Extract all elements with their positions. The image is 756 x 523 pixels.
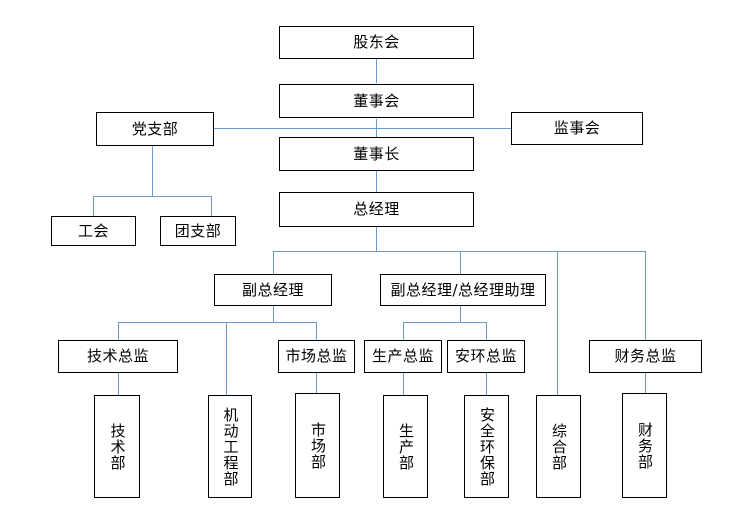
node-mechanical-engineering-dept[interactable]: 机动工程部: [208, 395, 252, 498]
connector-technical-director-to-dept: [118, 373, 119, 395]
node-label: 市场总监: [285, 347, 348, 366]
node-label: 副总经理/总经理助理: [390, 280, 536, 299]
connector-deputy-gm-bus: [118, 322, 316, 323]
node-label: 生产总监: [371, 347, 434, 366]
node-label: 总经理: [353, 200, 400, 219]
connector-party-supervisors-bus: [214, 128, 512, 129]
node-board-of-directors[interactable]: 董事会: [279, 84, 474, 118]
node-deputy-gm-assistant[interactable]: 副总经理/总经理助理: [380, 274, 546, 306]
node-chairman[interactable]: 董事长: [279, 137, 474, 171]
connector-finance-director-to-dept: [645, 373, 646, 395]
connector-to-deputy-gm-assistant: [460, 251, 461, 274]
connector-to-technical-director: [118, 322, 119, 340]
node-safety-env-director[interactable]: 安环总监: [447, 340, 525, 373]
node-label: 党支部: [131, 119, 179, 138]
node-label: 综合部: [550, 422, 568, 471]
node-label: 生产部: [397, 422, 415, 471]
connector-gm-down: [376, 227, 377, 251]
node-label: 团支部: [174, 221, 222, 240]
node-technical-dept[interactable]: 技术部: [94, 395, 140, 498]
connector-safety-director-to-dept: [486, 373, 487, 395]
node-label: 财务总监: [614, 347, 677, 366]
node-production-dept[interactable]: 生产部: [383, 395, 428, 498]
node-production-director[interactable]: 生产总监: [364, 340, 442, 373]
node-label: 机动工程部: [221, 406, 240, 487]
connector-deputy-gm-down: [273, 306, 274, 322]
node-finance-dept[interactable]: 财务部: [622, 393, 667, 498]
node-label: 董事长: [353, 144, 400, 163]
connector-to-safety-director: [486, 322, 487, 340]
connector-to-marketing-director: [316, 322, 317, 340]
node-label: 安全环保部: [478, 406, 496, 487]
connector-deputy-assistant-bus: [403, 322, 486, 323]
connector-to-general-affairs-dept: [557, 251, 558, 395]
node-label: 技术总监: [86, 347, 149, 366]
node-party-branch[interactable]: 党支部: [96, 112, 214, 146]
connector-shareholders-to-board: [376, 58, 377, 83]
connector-to-production-director: [403, 322, 404, 340]
node-board-of-supervisors[interactable]: 监事会: [511, 112, 643, 145]
node-finance-director[interactable]: 财务总监: [589, 340, 702, 373]
node-general-manager[interactable]: 总经理: [279, 192, 474, 227]
connector-party-down: [152, 146, 153, 196]
node-general-affairs-dept[interactable]: 综合部: [536, 395, 581, 498]
node-labor-union[interactable]: 工会: [51, 216, 136, 246]
node-youth-league-branch[interactable]: 团支部: [160, 216, 236, 246]
node-safety-environment-dept[interactable]: 安全环保部: [464, 395, 509, 498]
node-deputy-general-manager[interactable]: 副总经理: [214, 274, 332, 306]
node-label: 市场部: [309, 421, 327, 470]
connector-to-mechanical-dept: [226, 322, 227, 395]
connector-deputy-assistant-down: [460, 306, 461, 322]
connector-to-finance-director: [645, 251, 646, 340]
connector-to-deputy-gm: [273, 251, 274, 274]
node-label: 副总经理: [241, 280, 304, 299]
node-label: 工会: [77, 221, 109, 240]
node-technical-director[interactable]: 技术总监: [58, 340, 178, 373]
node-marketing-dept[interactable]: 市场部: [295, 393, 340, 498]
node-label: 股东会: [353, 33, 400, 52]
node-label: 技术部: [108, 422, 127, 471]
connector-marketing-director-to-dept: [316, 373, 317, 395]
connector-union-bus: [93, 196, 211, 197]
connector-to-labor-union: [93, 196, 94, 216]
connector-gm-bus: [273, 251, 645, 252]
node-shareholders-meeting[interactable]: 股东会: [279, 26, 474, 59]
node-label: 财务部: [636, 421, 654, 470]
connector-production-director-to-dept: [403, 373, 404, 395]
node-label: 董事会: [353, 91, 400, 110]
node-label: 监事会: [553, 119, 601, 138]
node-marketing-director[interactable]: 市场总监: [278, 340, 355, 373]
connector-chairman-to-gm: [376, 171, 377, 192]
connector-to-youth-league: [211, 196, 212, 216]
node-label: 安环总监: [454, 347, 517, 366]
